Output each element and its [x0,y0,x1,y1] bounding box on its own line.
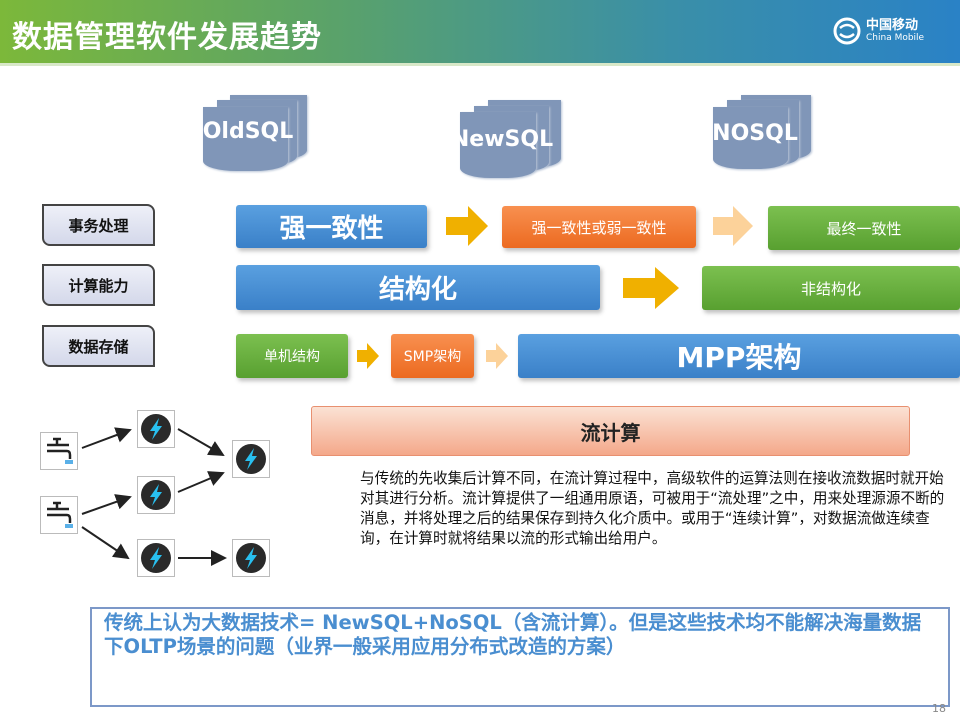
stage-structured: 结构化 [236,265,600,310]
stage-strong-consistency: 强一致性 [236,205,427,248]
lightning-icon [232,440,270,478]
flow-arrow [81,427,132,449]
flow-arrow [81,526,130,560]
row-label-compute: 计算能力 [42,264,155,306]
arrow-right-icon [357,343,379,369]
china-mobile-logo-icon [833,17,861,45]
conclusion-box: 传统上认为大数据技术= NewSQL+NoSQL（含流计算）。但是这些技术均不能… [90,607,950,707]
row-label-transaction: 事务处理 [42,204,155,246]
category-nosql: NOSQL [712,95,913,175]
faucet-icon [40,496,78,534]
stage-single-machine: 单机结构 [236,334,348,378]
stage-smp: SMP架构 [391,334,474,378]
lightning-icon [137,476,175,514]
flow-arrow [177,428,225,457]
arrow-right-icon [713,206,753,246]
row-label-storage: 数据存储 [42,325,155,367]
page-number: 18 [932,702,946,715]
category-label: OldSQL [202,119,294,144]
category-label: NOSQL [712,121,798,146]
stream-computing-description: 与传统的先收集后计算不同，在流计算过程中，高级软件的运算法则在接收流数据时就开始… [360,470,945,547]
page-title: 数据管理软件发展趋势 [12,20,322,55]
category-newsql: NewSQL [451,100,660,180]
logo-text-cn: 中国移动 [866,17,919,33]
header-bar [0,0,960,66]
stage-strong-or-weak-consistency: 强一致性或弱一致性 [502,206,696,248]
flow-arrow [81,494,132,515]
stream-flow-diagram [81,427,227,566]
lightning-icon [232,539,270,577]
stage-unstructured: 非结构化 [702,266,960,310]
lightning-icon [137,410,175,448]
faucet-icon [40,432,78,470]
arrow-right-icon [486,343,508,369]
flow-arrow [177,471,225,493]
stage-mpp: MPP架构 [518,334,960,378]
stage-eventual-consistency: 最终一致性 [768,206,960,250]
lightning-icon [137,539,175,577]
arrow-right-icon [623,267,679,309]
stream-computing-title: 流计算 [311,406,910,456]
category-label: NewSQL [450,127,554,152]
category-oldsql: OldSQL [203,95,403,175]
conclusion-text: 传统上认为大数据技术= NewSQL+NoSQL（含流计算）。但是这些技术均不能… [104,611,922,658]
arrow-right-icon [446,206,488,246]
logo-text-en: China Mobile [866,32,925,43]
